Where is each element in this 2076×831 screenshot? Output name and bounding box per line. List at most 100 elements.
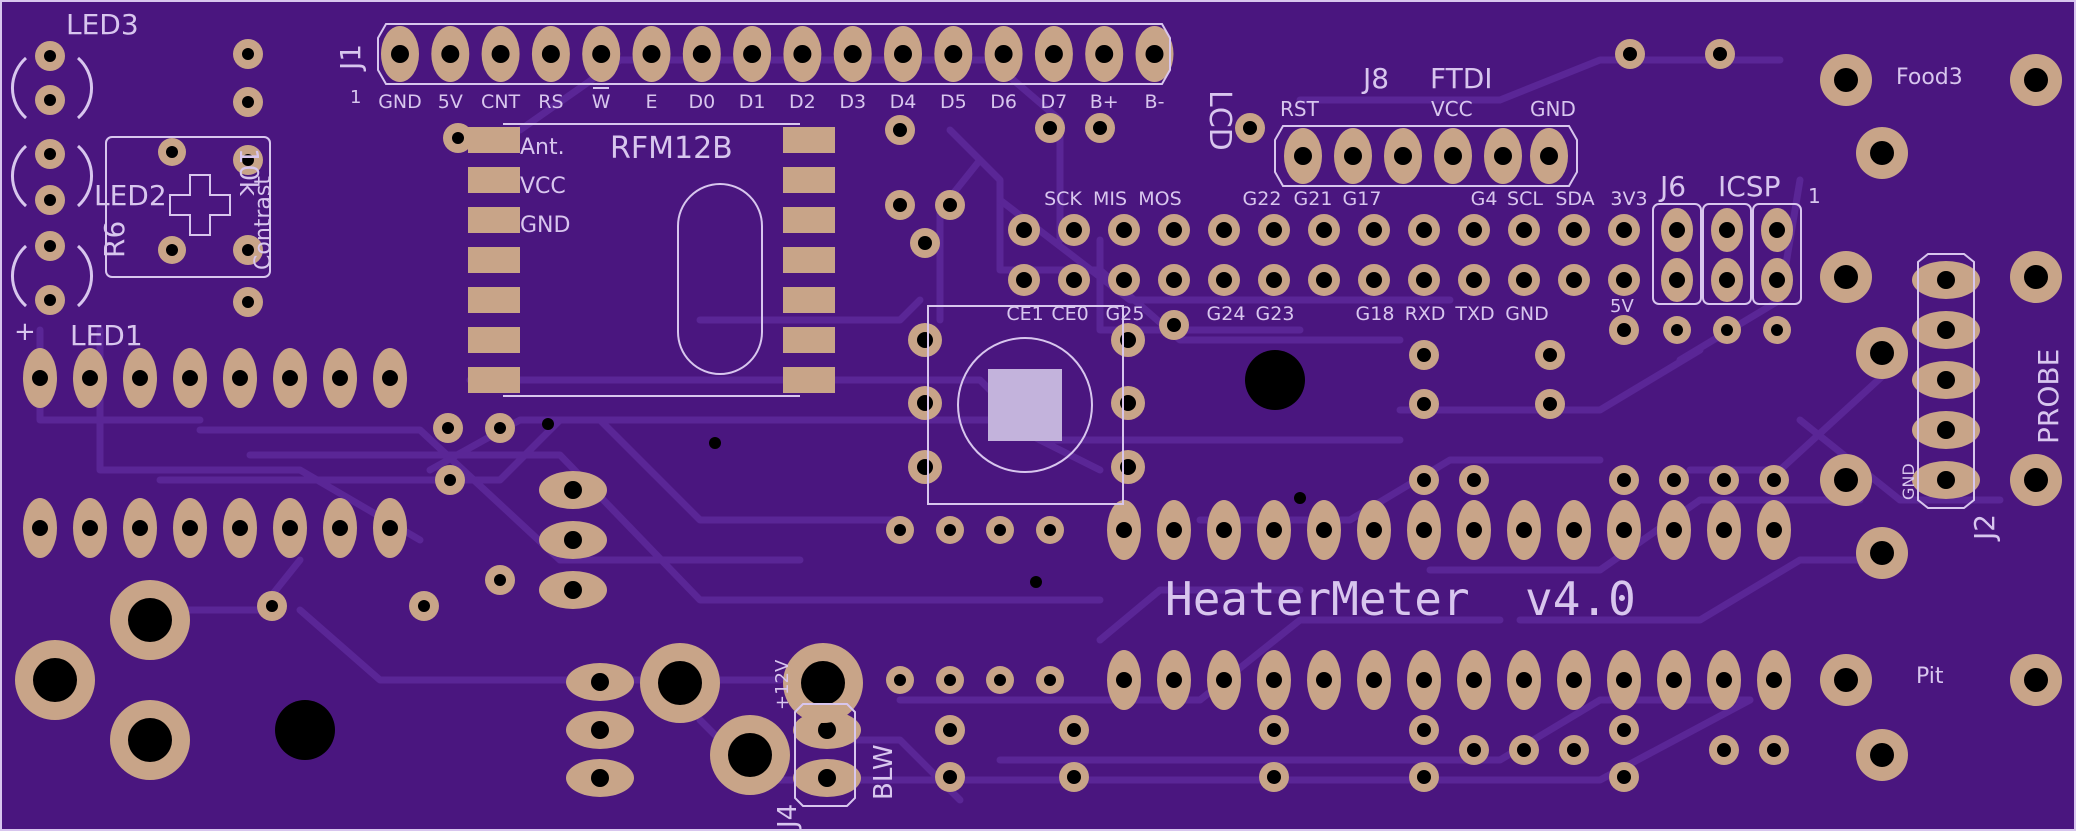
- pi-header-label: G24: [1207, 303, 1246, 325]
- rfm-gnd-label: GND: [520, 213, 570, 238]
- resistor-pad: [1657, 650, 1691, 710]
- resistor-pad: [373, 348, 407, 408]
- led-pad: [35, 231, 65, 261]
- resistor-pad: [223, 348, 257, 408]
- small-pad: [1705, 39, 1735, 69]
- small-pad: [1259, 715, 1289, 745]
- resistor-pad: [1207, 650, 1241, 710]
- pi-5v-label: 5V: [1610, 296, 1634, 317]
- j8-pin: [1384, 128, 1422, 184]
- pi-header-label: MOS: [1138, 188, 1181, 210]
- via-pad: [233, 87, 263, 117]
- icsp-pad: [1661, 258, 1693, 302]
- terminal-pad: [640, 643, 720, 723]
- jack-pad: [1856, 729, 1908, 781]
- j8-label: J8: [1361, 62, 1389, 95]
- pi-header-label: SCL: [1507, 188, 1543, 210]
- small-pad: [443, 123, 473, 153]
- resistor-pad: [123, 348, 157, 408]
- j1-header-outline: [377, 23, 1171, 85]
- small-pad: [936, 516, 964, 544]
- transistor-pad: [539, 521, 607, 559]
- small-pad: [885, 115, 915, 145]
- j6-header-outline: [1652, 203, 1802, 305]
- j2-header-outline: [1917, 253, 1975, 509]
- j1-pin-label: D6: [990, 91, 1017, 113]
- resistor-pad: [1457, 500, 1491, 560]
- icsp-pad: [1711, 258, 1743, 302]
- probe-gnd-label: GND: [1899, 463, 1918, 500]
- plus12v-label: +12V: [772, 659, 793, 710]
- icsp-pad: [1761, 208, 1793, 252]
- small-pad: [1235, 113, 1265, 143]
- pi-header-pad: [1458, 264, 1490, 296]
- copper-traces: [36, 56, 2004, 804]
- pi-header-pad: [1408, 264, 1440, 296]
- transistor-pad: [566, 759, 634, 797]
- probe-pad: [1912, 461, 1980, 499]
- pi-header-label: G18: [1356, 303, 1395, 325]
- resistor-pad: [1607, 500, 1641, 560]
- pi-header-pad: [1008, 214, 1040, 246]
- j1-pin: [934, 26, 973, 82]
- small-pad: [1459, 735, 1489, 765]
- jack-pad: [2010, 454, 2062, 506]
- led1-label: LED1: [70, 319, 143, 352]
- small-pad: [435, 465, 465, 495]
- j1-pin: [783, 26, 822, 82]
- small-pad: [1035, 113, 1065, 143]
- ssr-pad: [908, 323, 942, 357]
- resistor-pad: [1157, 500, 1191, 560]
- small-pad: [936, 666, 964, 694]
- resistor-pad: [1257, 650, 1291, 710]
- pi-header-pad: [1508, 264, 1540, 296]
- j1-pin: [632, 26, 671, 82]
- pi-header-pad: [1158, 264, 1190, 296]
- j1-pin-label: GND: [378, 91, 422, 113]
- jack-pad: [1820, 251, 1872, 303]
- j8-pin: [1484, 128, 1522, 184]
- resistor-pad: [1157, 650, 1191, 710]
- small-pad: [257, 591, 287, 621]
- resistor-pad: [23, 498, 57, 558]
- pi-header-pad: [1258, 214, 1290, 246]
- pi-header-label: G4: [1471, 188, 1498, 210]
- resistor-pad: [73, 348, 107, 408]
- resistor-pad: [1107, 650, 1141, 710]
- jack-pad: [1820, 454, 1872, 506]
- probe-label: PROBE: [2032, 349, 2065, 444]
- led2-label: LED2: [94, 179, 167, 212]
- j1-label: J1: [334, 44, 367, 72]
- terminal-pad: [110, 700, 190, 780]
- small-pad: [1535, 340, 1565, 370]
- pi-header-label: CE0: [1051, 303, 1088, 325]
- resistor-pad: [1407, 500, 1441, 560]
- pi-header-pad: [1408, 214, 1440, 246]
- icsp-pad: [1761, 258, 1793, 302]
- small-pad: [935, 190, 965, 220]
- resistor-pad: [173, 498, 207, 558]
- j8-pin: [1284, 128, 1322, 184]
- j1-pin-label: E: [645, 91, 657, 113]
- j1-pin: [682, 26, 721, 82]
- j1-pin: [582, 26, 621, 82]
- j1-pin: [1034, 26, 1073, 82]
- via-pad: [233, 145, 263, 175]
- j1-pin: [984, 26, 1023, 82]
- small-pad: [1709, 465, 1739, 495]
- transistor-pad: [566, 711, 634, 749]
- lcd-label: LCD: [1202, 90, 1237, 151]
- small-pad: [1059, 762, 1089, 792]
- ftdi-gnd-label: GND: [1530, 97, 1576, 121]
- ssr-pad: [1111, 323, 1145, 357]
- jack-pad: [1820, 654, 1872, 706]
- pi-header-pad: [1108, 214, 1140, 246]
- pad-layer: [15, 26, 2062, 797]
- small-pad: [433, 413, 463, 443]
- transistor-pad: [793, 759, 861, 797]
- pi-header-label: TXD: [1454, 303, 1494, 325]
- small-pad: [1036, 516, 1064, 544]
- led-pad: [35, 41, 65, 71]
- jack-pad: [1856, 527, 1908, 579]
